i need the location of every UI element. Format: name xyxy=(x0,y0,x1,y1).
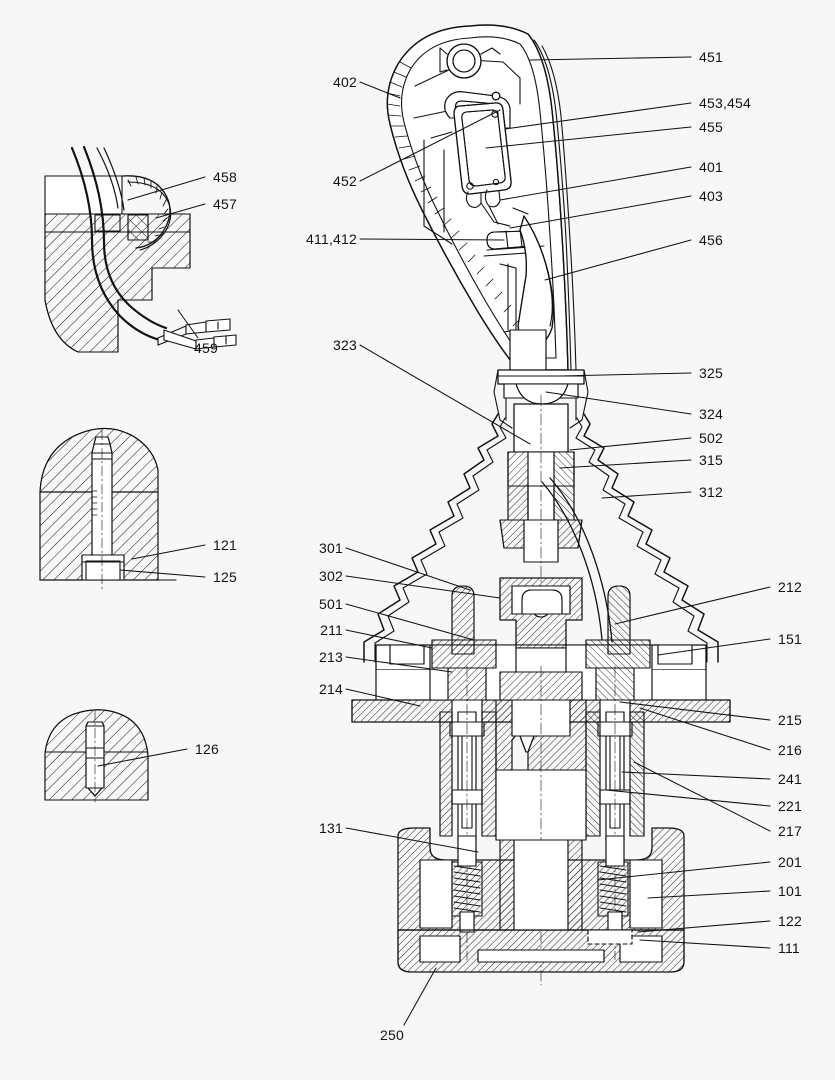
callout-323: 323 xyxy=(333,337,357,353)
callout-212: 212 xyxy=(778,579,802,595)
callout-459: 459 xyxy=(194,340,218,356)
callout-411-412: 411,412 xyxy=(306,231,357,247)
leader-lines xyxy=(97,56,771,1026)
handle-grip xyxy=(386,24,577,371)
callout-403: 403 xyxy=(699,188,723,204)
callout-126: 126 xyxy=(195,741,219,757)
inset-pin-bushing xyxy=(39,427,177,591)
callout-125: 125 xyxy=(213,569,237,585)
callout-312: 312 xyxy=(699,484,723,500)
callout-456: 456 xyxy=(699,232,723,248)
lower-body xyxy=(397,827,685,973)
callout-302: 302 xyxy=(319,568,343,584)
callout-241: 241 xyxy=(778,771,802,787)
callout-453-454: 453,454 xyxy=(699,95,752,111)
callout-452: 452 xyxy=(333,173,357,189)
callout-301: 301 xyxy=(319,540,343,556)
inset-dowel-pin xyxy=(44,709,149,803)
callout-214: 214 xyxy=(319,681,343,697)
callout-111: 111 xyxy=(778,940,800,956)
callout-451: 451 xyxy=(699,49,723,65)
callout-211: 211 xyxy=(320,622,343,638)
callout-217: 217 xyxy=(778,823,802,839)
callout-121: 121 xyxy=(213,537,237,553)
callout-458: 458 xyxy=(213,169,237,185)
callout-201: 201 xyxy=(778,854,802,870)
callout-101: 101 xyxy=(778,883,802,899)
callout-131: 131 xyxy=(319,820,343,836)
callout-151: 151 xyxy=(778,631,802,647)
callout-315: 315 xyxy=(699,452,723,468)
bellows-boot xyxy=(363,413,719,663)
callout-501: 501 xyxy=(319,596,343,612)
callout-324: 324 xyxy=(699,406,723,422)
callout-216: 216 xyxy=(778,742,802,758)
callout-250: 250 xyxy=(380,1027,404,1043)
callout-457: 457 xyxy=(213,196,237,212)
callout-122: 122 xyxy=(778,913,802,929)
callout-455: 455 xyxy=(699,119,723,135)
callout-213: 213 xyxy=(319,649,343,665)
callout-402: 402 xyxy=(333,74,357,90)
spool-plungers xyxy=(439,665,645,986)
inset-cable-grommet xyxy=(44,145,237,353)
callout-221: 221 xyxy=(778,798,802,814)
callout-401: 401 xyxy=(699,159,723,175)
stem-and-upper-bushing xyxy=(493,329,613,643)
callout-325: 325 xyxy=(699,365,723,381)
callout-215: 215 xyxy=(778,712,802,728)
callout-502: 502 xyxy=(699,430,723,446)
